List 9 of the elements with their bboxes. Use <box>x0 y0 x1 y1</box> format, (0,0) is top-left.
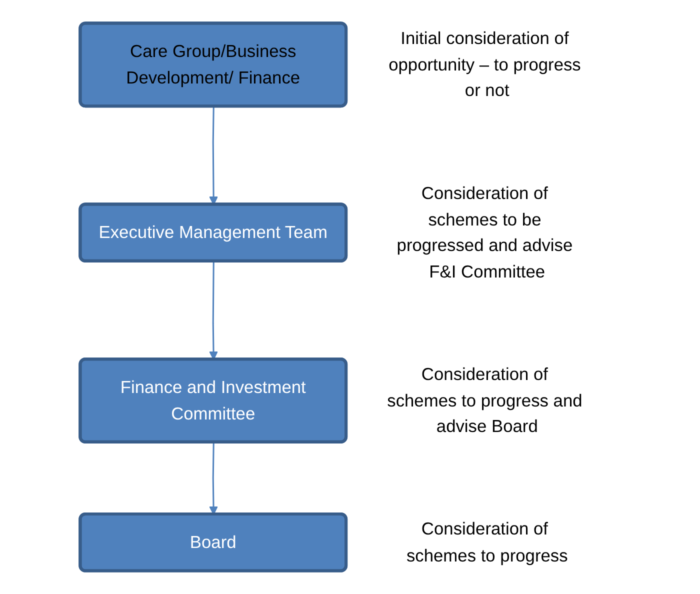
process-box: Care Group/Business Development/ Finance <box>78 22 348 108</box>
description-text: Initial consideration of opportunity – to progress or not <box>388 28 581 100</box>
process-box: Finance and Investment Committee <box>78 358 348 444</box>
description-text: Consideration of schemes to progress and advise Board <box>387 364 582 436</box>
description-text: Consideration of schemes to be progressed and advise F&I Committee <box>396 184 573 282</box>
process-box: Board <box>78 512 348 572</box>
process-box: Executive Management Team <box>78 202 348 262</box>
arrow <box>208 442 218 515</box>
description-text: Consideration of schemes to progress <box>406 519 568 565</box>
